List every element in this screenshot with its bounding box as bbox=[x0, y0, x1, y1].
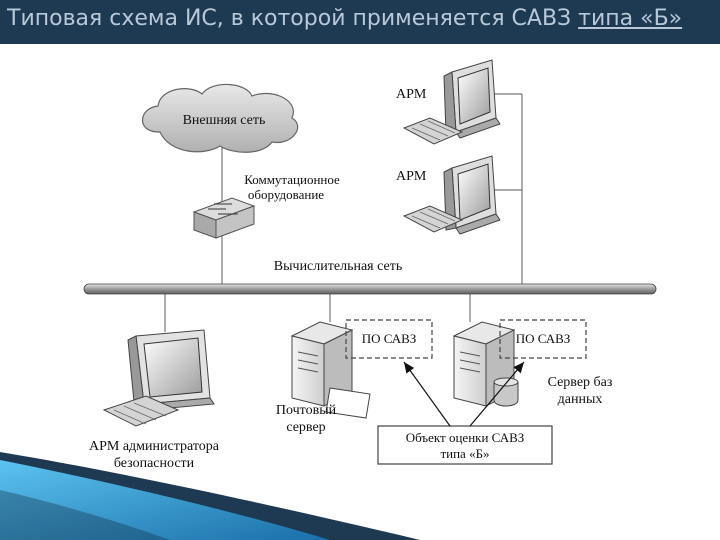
slide-title: Типовая схема ИС, в которой применяется … bbox=[7, 6, 682, 31]
db-server-label-line1: Сервер баз bbox=[548, 375, 613, 390]
database-server bbox=[452, 321, 519, 407]
slide-title-accent: типа «Б» bbox=[578, 6, 683, 31]
slide-title-main: Типовая схема ИС, в которой применяется … bbox=[7, 6, 579, 31]
external-network-label: Внешняя сеть bbox=[183, 113, 266, 128]
mail-server-label-line1: Почтовый bbox=[276, 403, 337, 418]
admin-arm-label-line2: безопасности bbox=[114, 456, 195, 471]
db-server-label-line2: данных bbox=[558, 392, 603, 407]
arm-2-label: АРМ bbox=[396, 169, 427, 184]
corner-decoration bbox=[0, 452, 420, 540]
title-bar: Типовая схема ИС, в которой применяется … bbox=[0, 0, 720, 44]
external-network-cloud: Внешняя сеть bbox=[142, 83, 299, 153]
switch-label-line2: оборудование bbox=[248, 187, 324, 202]
po-savz-label-2: ПО САВЗ bbox=[516, 331, 571, 346]
switch-device bbox=[192, 197, 256, 239]
workstation-arm-2 bbox=[402, 155, 501, 235]
eval-object-label-line2: типа «Б» bbox=[440, 446, 489, 461]
mail-server-label-line2: сервер bbox=[286, 420, 325, 435]
evaluation-arrows bbox=[403, 361, 525, 427]
po-savz-label-1: ПО САВЗ bbox=[362, 331, 417, 346]
switch-label-line1: Коммутационное bbox=[244, 172, 340, 187]
arm-1-label: АРМ bbox=[396, 87, 427, 102]
workstation-arm-1 bbox=[402, 59, 501, 145]
mail-server bbox=[290, 321, 371, 419]
po-savz-box-1: ПО САВЗ bbox=[345, 319, 433, 359]
admin-arm-label-line1: АРМ администратора bbox=[89, 439, 220, 454]
po-savz-box-2: ПО САВЗ bbox=[499, 319, 587, 359]
network-label: Вычислительная сеть bbox=[274, 259, 402, 274]
admin-workstation bbox=[102, 329, 215, 427]
eval-object-label-line1: Объект оценки САВЗ bbox=[406, 430, 525, 445]
evaluation-object-box: Объект оценки САВЗ типа «Б» bbox=[377, 425, 553, 465]
network-bus bbox=[83, 283, 657, 295]
